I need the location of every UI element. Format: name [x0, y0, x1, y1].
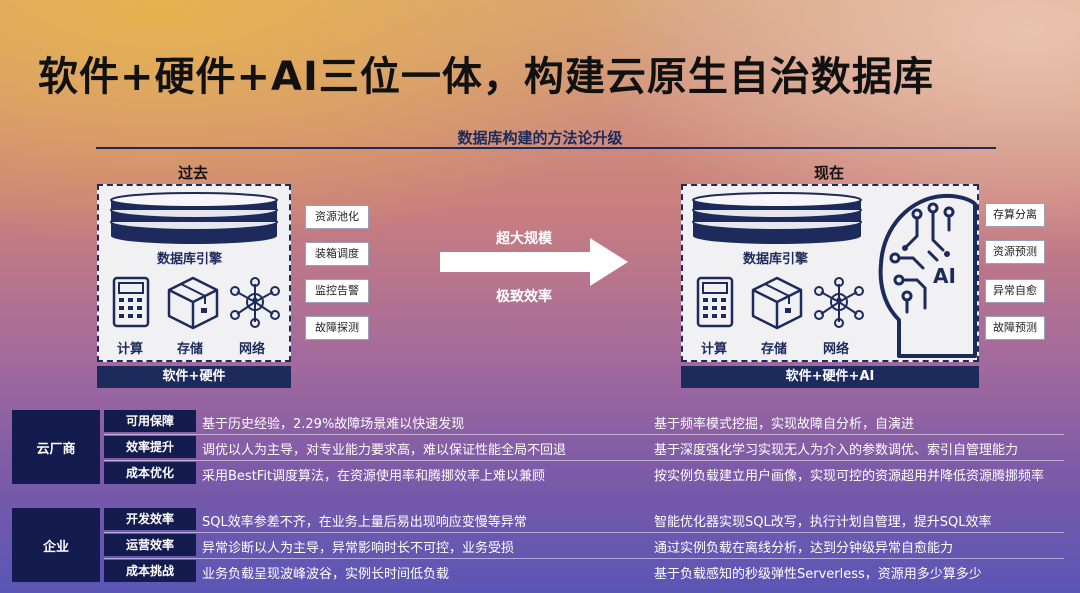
past-heading: 过去: [178, 164, 209, 182]
row-now-text: 基于负载感知的秒级弹性Serverless，资源用多少算多少: [654, 567, 982, 582]
storage-box-icon: [751, 276, 803, 330]
now-footer: 软件+硬件+AI: [681, 366, 979, 388]
subtitle-underline: [96, 147, 996, 149]
row-label: 效率提升: [104, 436, 196, 458]
now-tag: 故障预测: [985, 316, 1045, 340]
ai-label: AI: [933, 264, 956, 288]
row-divider: [104, 434, 1064, 435]
icon-label-network: 网络: [823, 342, 850, 357]
icon-label-network: 网络: [239, 342, 266, 357]
past-footer: 软件+硬件: [97, 366, 291, 388]
arrow-right-icon: [440, 238, 628, 286]
row-divider: [104, 460, 1064, 461]
engine-label: 数据库引擎: [743, 252, 809, 267]
past-tag: 装箱调度: [305, 242, 369, 266]
row-divider: [104, 532, 1064, 533]
network-icon: [230, 277, 280, 328]
row-label: 运营效率: [104, 534, 196, 556]
now-tag: 存算分离: [985, 203, 1045, 227]
now-tag: 资源预测: [985, 240, 1045, 264]
ai-head-icon: [878, 193, 977, 358]
engine-label: 数据库引擎: [157, 252, 223, 267]
past-panel: 数据库引擎 计算 存储 网络: [97, 184, 291, 362]
now-tag: 异常自愈: [985, 279, 1045, 303]
past-tag: 监控告警: [305, 279, 369, 303]
now-panel: 数据库引擎 计算 存储 网络: [681, 184, 979, 362]
row-divider: [104, 558, 1064, 559]
icon-label-compute: 计算: [117, 342, 144, 357]
database-disk-icon: [110, 192, 278, 244]
row-past-text: 基于历史经验，2.29%故障场景难以快速发现: [202, 417, 465, 432]
icon-label-compute: 计算: [701, 342, 728, 357]
group-label-enterprise: 企业: [12, 508, 100, 582]
row-now-text: 基于深度强化学习实现无人为介入的参数调优、索引自管理能力: [654, 443, 1019, 458]
row-now-text: 智能优化器实现SQL改写，执行计划自管理，提升SQL效率: [654, 515, 992, 530]
row-now-text: 按实例负载建立用户画像，实现可控的资源超用并降低资源腾挪频率: [654, 469, 1045, 484]
database-disk-icon: [692, 192, 862, 244]
row-now-text: 通过实例负载在离线分析，达到分钟级异常自愈能力: [654, 541, 954, 556]
group-label-cloud-vendor: 云厂商: [12, 410, 100, 484]
row-label: 可用保障: [104, 410, 196, 432]
row-past-text: 采用BestFit调度算法，在资源使用率和腾挪效率上难以兼顾: [202, 469, 546, 484]
row-label: 成本优化: [104, 462, 196, 484]
now-heading: 现在: [814, 164, 845, 182]
network-icon: [814, 277, 864, 328]
icon-label-storage: 存储: [177, 342, 204, 357]
row-now-text: 基于频率模式挖掘，实现故障自分析，自演进: [654, 417, 915, 432]
icon-label-storage: 存储: [761, 342, 788, 357]
storage-box-icon: [167, 276, 219, 330]
row-past-text: 业务负载呈现波峰波谷，实例长时间低负载: [202, 567, 450, 582]
arrow-label-bottom: 极致效率: [496, 289, 552, 305]
row-label: 成本挑战: [104, 560, 196, 582]
row-past-text: 调优以人为主导，对专业能力要求高，难以保证性能全局不回退: [202, 443, 567, 458]
page-title: 软件+硬件+AI三位一体，构建云原生自治数据库: [38, 54, 934, 100]
calculator-icon: [112, 276, 150, 328]
row-label: 开发效率: [104, 508, 196, 530]
past-tag: 故障探测: [305, 316, 369, 340]
arrow-label-top: 超大规模: [496, 231, 552, 247]
calculator-icon: [696, 276, 734, 328]
past-tag: 资源池化: [305, 205, 369, 229]
row-past-text: 异常诊断以人为主导，异常影响时长不可控，业务受损: [202, 541, 515, 556]
row-past-text: SQL效率参差不齐，在业务上量后易出现响应变慢等异常: [202, 515, 527, 530]
diagram-subtitle: 数据库构建的方法论升级: [457, 129, 623, 147]
